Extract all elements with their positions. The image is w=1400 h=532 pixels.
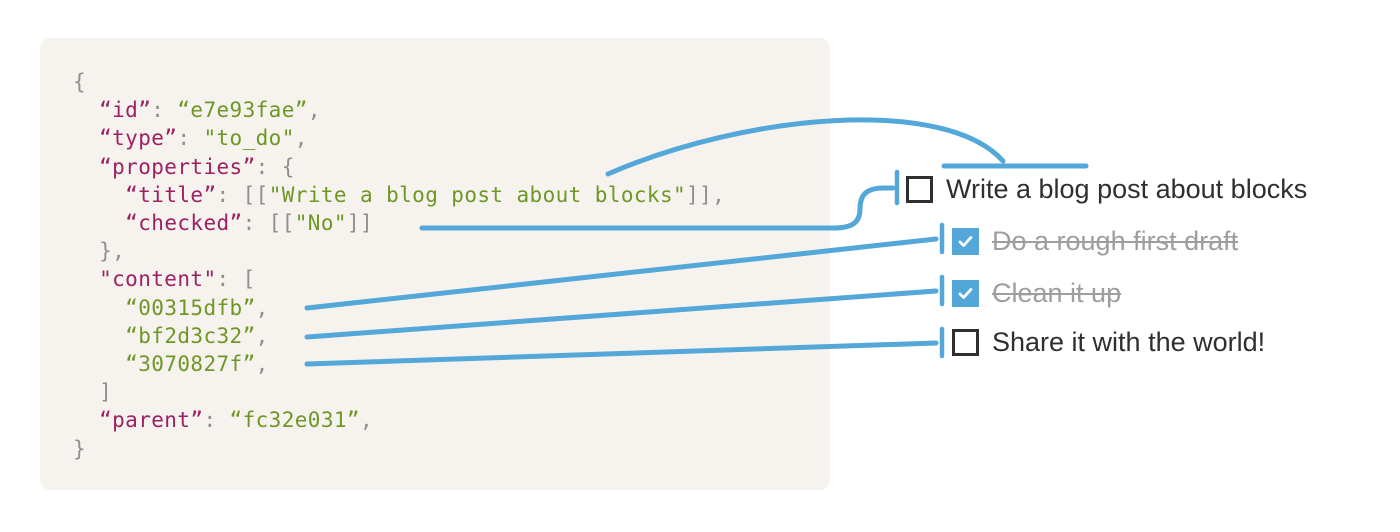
code-token: "content": [99, 267, 217, 292]
code-token: “title”: [125, 182, 217, 207]
code-token: }: [73, 436, 87, 461]
code-token: “type”: [99, 126, 178, 151]
code-line: “title”: [["Write a blog post about bloc…: [73, 183, 725, 207]
todo-checkbox-unchecked[interactable]: [952, 328, 979, 356]
code-token: [73, 296, 125, 320]
code-token: [73, 98, 99, 122]
code-token: [73, 126, 99, 150]
todo-item-label: Write a blog post about blocks: [946, 173, 1308, 204]
code-token: ,: [359, 408, 374, 433]
code-token: “00315dfb”: [125, 295, 256, 320]
code-line: “bf2d3c32”,: [73, 324, 269, 348]
checkmark-icon: [958, 287, 973, 299]
code-token: },: [73, 239, 126, 264]
code-line: “checked”: [["No"]]: [73, 211, 373, 235]
code-line: "content": [: [73, 267, 256, 291]
code-token: : [[: [216, 182, 269, 207]
code-token: : [: [216, 267, 256, 292]
todo-item-label: Do a rough first draft: [992, 225, 1239, 256]
code-token: “id”: [99, 98, 152, 123]
code-line: “type”: "to_do",: [73, 126, 308, 150]
code-line: ]: [73, 380, 112, 404]
code-token: [73, 352, 125, 376]
code-token: ,: [294, 126, 308, 151]
todo-item-4: Share it with the world!: [952, 326, 1266, 357]
code-token: ,: [255, 352, 269, 377]
todo-item-2: Do a rough first draft: [952, 225, 1239, 256]
code-line: },: [73, 239, 125, 263]
todo-checkbox-unchecked[interactable]: [906, 175, 933, 203]
code-token: ,: [255, 295, 269, 320]
code-token: ]: [73, 380, 113, 405]
code-token: ,: [255, 323, 269, 348]
code-token: [73, 324, 125, 348]
code-token: “properties”: [99, 154, 256, 179]
code-line: “properties”: {: [73, 155, 295, 179]
code-token: “e7e93fae”: [177, 98, 308, 123]
code-token: “fc32e031”: [229, 408, 360, 433]
code-line: “3070827f”,: [73, 352, 269, 376]
code-token: "Write a blog post about blocks": [268, 182, 687, 207]
todo-item-3: Clean it up: [952, 277, 1122, 308]
todo-item-label: Share it with the world!: [992, 326, 1266, 357]
code-token: “parent”: [99, 408, 204, 433]
code-token: {: [73, 70, 87, 94]
code-token: : {: [255, 154, 295, 179]
code-token: "No": [294, 211, 347, 236]
code-token: ]]: [346, 211, 374, 236]
code-token: ,: [307, 98, 321, 123]
checkmark-icon: [958, 235, 973, 247]
json-code-panel: { “id”: “e7e93fae”, “type”: "to_do", “pr…: [40, 38, 830, 490]
code-token: :: [151, 98, 178, 123]
todo-item-label: Clean it up: [992, 277, 1122, 308]
code-line: “parent”: “fc32e031”,: [73, 408, 373, 432]
code-line: {: [73, 70, 86, 94]
code-token: “bf2d3c32”: [125, 323, 256, 348]
code-token: :: [203, 408, 230, 433]
todo-checkbox-checked[interactable]: [952, 279, 979, 307]
code-token: : [[: [242, 211, 295, 236]
code-token: [73, 183, 125, 207]
code-token: [73, 267, 99, 291]
code-token: :: [177, 126, 204, 151]
code-token: "to_do": [203, 126, 295, 151]
code-token: [73, 211, 125, 235]
json-code: { “id”: “e7e93fae”, “type”: "to_do", “pr…: [73, 68, 725, 463]
code-line: “00315dfb”,: [73, 296, 269, 320]
code-line: “id”: “e7e93fae”,: [73, 98, 321, 122]
todo-item-1: Write a blog post about blocks: [906, 173, 1308, 204]
code-token: ]],: [686, 182, 726, 207]
code-token: [73, 155, 99, 179]
code-token: [73, 408, 99, 432]
code-line: }: [73, 437, 86, 461]
todo-checkbox-checked[interactable]: [952, 227, 979, 255]
code-token: “checked”: [125, 211, 243, 236]
code-token: “3070827f”: [125, 352, 256, 377]
